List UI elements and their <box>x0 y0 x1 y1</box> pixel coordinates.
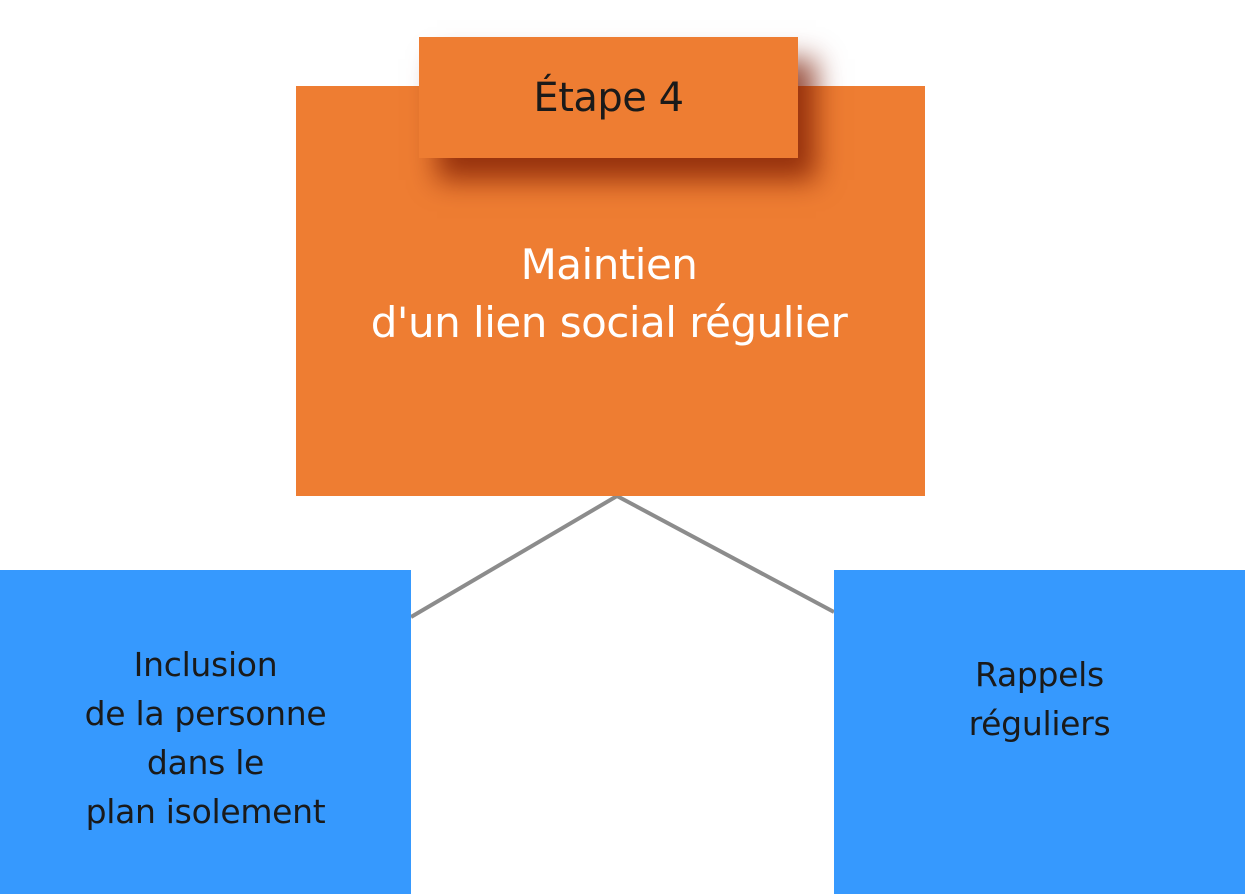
left-sub-box: Inclusion de la personne dans le plan is… <box>0 570 411 894</box>
right-sub-text: Rappels réguliers <box>834 650 1245 748</box>
connector-left <box>409 494 619 619</box>
step-tab: Étape 4 <box>419 37 798 158</box>
main-step-line-1: Maintien <box>520 240 698 289</box>
right-sub-box: Rappels réguliers <box>834 570 1245 894</box>
connector-right <box>616 494 835 614</box>
right-sub-line-1: Rappels <box>975 655 1104 694</box>
step-label: Étape 4 <box>533 74 684 121</box>
left-sub-line-3: dans le <box>146 743 265 782</box>
main-step-line-2: d'un lien social régulier <box>370 298 848 347</box>
right-sub-line-2: réguliers <box>968 704 1111 743</box>
left-sub-line-2: de la personne <box>84 694 327 733</box>
left-sub-line-4: plan isolement <box>85 792 326 831</box>
left-sub-text: Inclusion de la personne dans le plan is… <box>0 640 411 836</box>
left-sub-line-1: Inclusion <box>133 645 278 684</box>
main-step-text: Maintien d'un lien social régulier <box>0 236 1218 352</box>
